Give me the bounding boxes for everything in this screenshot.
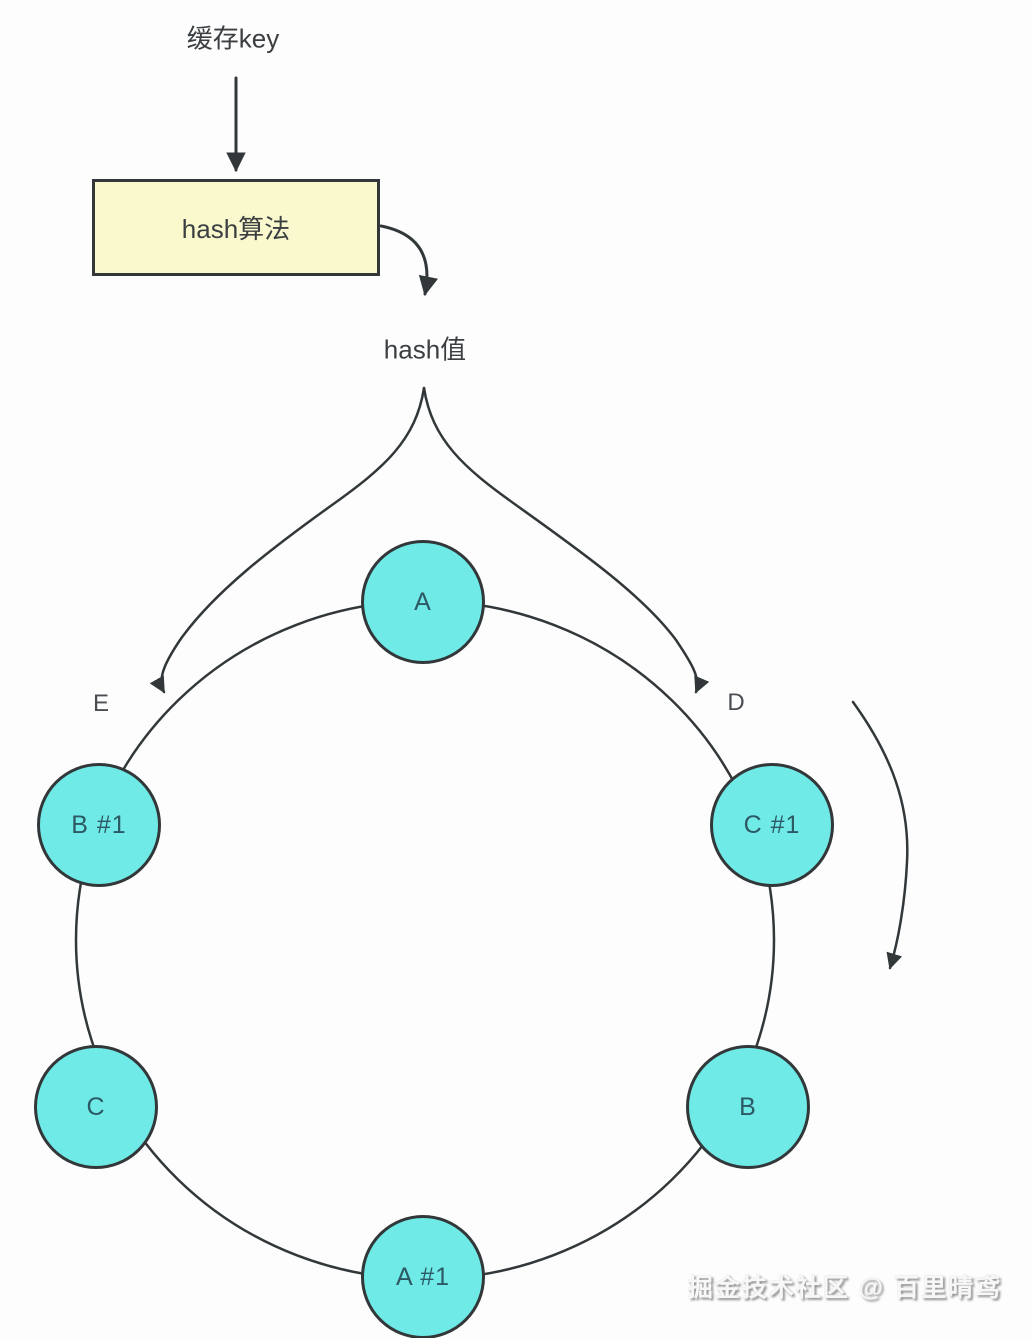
ring-node-b: B [686, 1045, 810, 1169]
ring-point-label-e: E [92, 690, 110, 717]
hash-ring [74, 599, 776, 1281]
ring-node-c: C [34, 1045, 158, 1169]
cache-key-label: 缓存key [186, 23, 280, 54]
hash-algorithm-box: hash算法 [92, 179, 380, 276]
split-curve-left-arrow-icon [149, 386, 426, 694]
ring-node-a: A [361, 540, 485, 664]
arrow-hashbox-to-value-icon [379, 224, 438, 296]
ring-point-label-d: D [727, 689, 745, 716]
ring-node-c1: C #1 [710, 763, 834, 887]
ring-node-b1: B #1 [37, 763, 161, 887]
ring-node-label: A [414, 587, 432, 616]
ring-node-label: C [86, 1092, 106, 1121]
ring-node-label: B [739, 1092, 757, 1121]
watermark: 掘金技术社区 @ 百里晴鸢 [687, 1274, 1002, 1302]
ring-node-label: A #1 [395, 1262, 451, 1291]
split-curve-right-arrow-icon [422, 386, 710, 694]
hash-value-label: hash值 [383, 334, 467, 365]
hash-algorithm-label: hash算法 [181, 214, 291, 244]
ring-node-label: B #1 [71, 810, 127, 839]
ring-node-a1: A #1 [361, 1215, 485, 1338]
ring-node-label: C #1 [743, 810, 801, 839]
clockwise-direction-arrow-icon [851, 700, 909, 970]
